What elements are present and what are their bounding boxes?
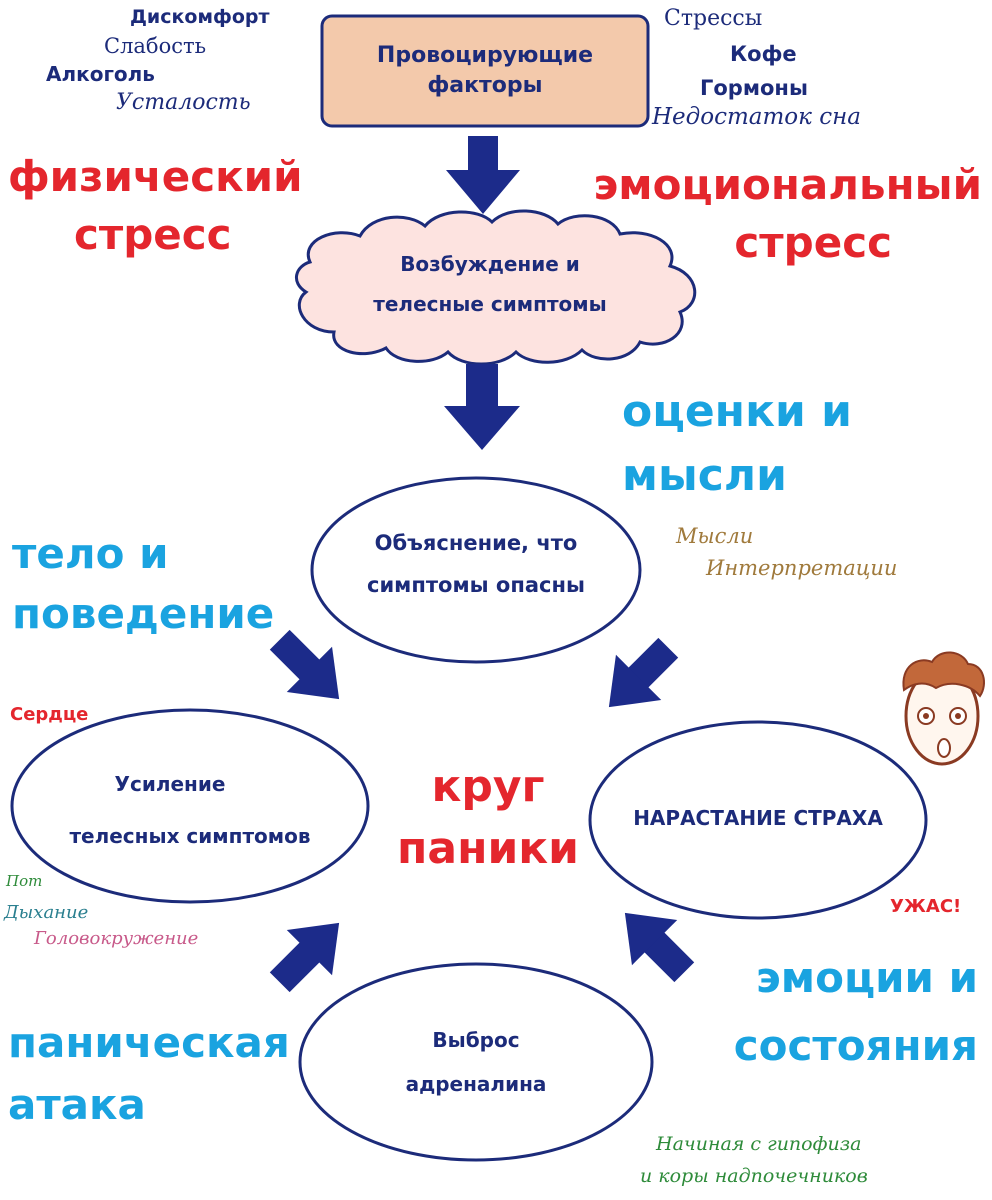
arrow-left-to-top	[269, 629, 340, 700]
factor-discomfort: Дискомфорт	[130, 6, 270, 28]
center-label-line-1: круг	[431, 761, 545, 812]
cloud-shape	[295, 209, 697, 366]
factor-hormones: Гормоны	[700, 76, 808, 100]
body-heading: тело и поведение	[12, 524, 274, 644]
node-left-label: Усиление телесных симптомов	[12, 758, 368, 862]
center-label-line-2: паники	[396, 823, 579, 874]
emotions-heading-line-2: состояния	[733, 1021, 978, 1070]
node-left-line-1: Усиление	[114, 772, 226, 796]
cloud-label-line-2: телесные симптомы	[373, 292, 607, 316]
factor-stress: Стрессы	[664, 6, 763, 31]
body-note-dizziness: Головокружение	[34, 928, 199, 949]
adrenal-note-line-2: и коры надпочечников	[640, 1165, 868, 1187]
physical-stress-line-1: физический	[8, 152, 303, 201]
node-top-shape	[310, 476, 642, 664]
node-top-label: Объяснение, что симптомы опасны	[312, 522, 640, 606]
node-bottom-label: Выброс адреналина	[300, 1018, 652, 1106]
factor-lack-of-sleep: Недостаток сна	[652, 104, 861, 130]
arrow-down-1	[446, 136, 520, 214]
adrenal-note: Начиная с гипофиза и коры надпочечников	[640, 1128, 868, 1192]
node-bottom-line-1: Выброс	[432, 1028, 520, 1052]
body-heading-line-1: тело и	[12, 529, 169, 578]
emotional-stress-line-1: эмоциональный	[593, 160, 982, 209]
cloud-label: Возбуждение и телесные симптомы	[310, 244, 670, 324]
body-note-breathing: Дыхание	[4, 902, 89, 923]
panic-heading-line-2: атака	[8, 1080, 146, 1129]
panic-heading-line-1: паническая	[8, 1018, 290, 1067]
emotions-heading: эмоции и состояния	[694, 944, 978, 1080]
body-note-sweat: Пот	[6, 872, 43, 890]
arrow-bottom-to-left	[269, 922, 340, 993]
scared-face-icon	[902, 651, 985, 766]
thoughts-heading: оценки и мысли	[622, 380, 852, 508]
body-heading-line-2: поведение	[12, 589, 275, 638]
thoughts-heading-line-2: мысли	[622, 450, 787, 501]
node-right-shape	[588, 720, 928, 920]
factor-alcohol: Алкоголь	[46, 62, 155, 86]
thoughts-heading-line-1: оценки и	[622, 386, 852, 437]
physical-stress-label: физический стресс	[8, 148, 303, 264]
adrenal-note-line-1: Начиная с гипофиза	[656, 1133, 862, 1155]
node-bottom-line-2: адреналина	[405, 1072, 547, 1096]
node-top-line-2: симптомы опасны	[367, 573, 585, 597]
node-left-line-2: телесных симптомов	[69, 824, 311, 848]
top-box-label: Провоцирующие факторы	[376, 43, 594, 98]
physical-stress-line-2: стресс	[74, 210, 232, 259]
node-right-label: НАРАСТАНИЕ СТРАХА	[633, 806, 883, 830]
panic-heading: паническая атака	[8, 1012, 290, 1136]
node-bottom-shape	[298, 962, 654, 1162]
emotional-stress-line-2: стресс	[734, 218, 892, 267]
factor-fatigue: Усталость	[116, 90, 251, 115]
node-left-shape	[10, 708, 370, 904]
arrow-down-2	[444, 364, 520, 450]
arrow-right-to-bottom	[624, 912, 695, 983]
cloud-label-line-1: Возбуждение и	[400, 252, 580, 276]
emotional-stress-label: эмоциональный стресс	[578, 156, 982, 272]
heart-label: Сердце	[10, 704, 89, 725]
horror-label: УЖАС!	[890, 896, 962, 917]
node-top-line-1: Объяснение, что	[374, 531, 578, 555]
arrow-top-to-right	[608, 637, 679, 708]
thoughts-note-2: Интерпретации	[706, 556, 898, 580]
center-label: круг паники	[390, 756, 586, 880]
factor-coffee: Кофе	[730, 42, 797, 66]
top-box-shape	[320, 14, 650, 128]
thoughts-note-1: Мысли	[676, 524, 754, 548]
emotions-heading-line-1: эмоции и	[755, 953, 978, 1002]
factor-weakness: Слабость	[104, 34, 207, 58]
